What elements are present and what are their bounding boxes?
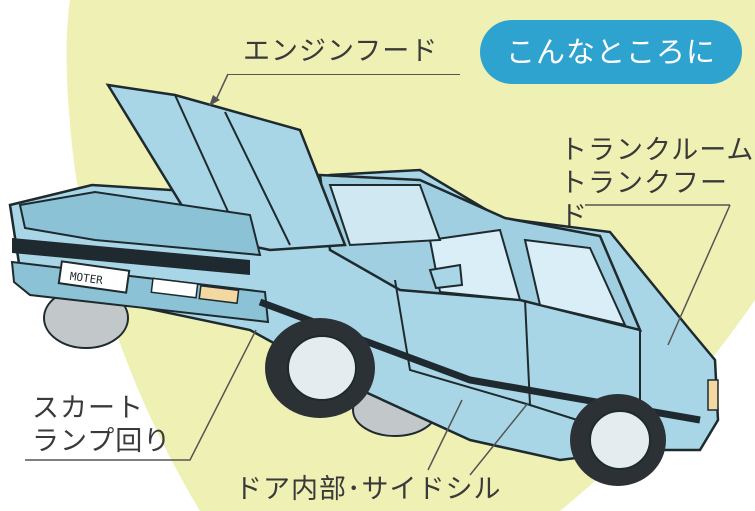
front-door xyxy=(394,279,532,407)
license-plate xyxy=(57,260,131,294)
badge: こんなところに xyxy=(480,20,742,84)
side-marker-lamp xyxy=(198,284,240,305)
label-skirt-lamp-line2: ランプ回り xyxy=(32,426,172,457)
door-leader xyxy=(427,399,529,476)
engine-hood-arrowhead xyxy=(209,95,220,106)
front-grille xyxy=(12,238,250,275)
front-wheel xyxy=(287,335,357,401)
engine-bay xyxy=(18,190,262,257)
rear-lamp xyxy=(707,379,719,411)
rear-window xyxy=(523,238,627,327)
label-skirt-lamp-line1: スカート xyxy=(32,393,144,424)
label-engine-hood: エンジンフード xyxy=(243,36,439,67)
engine-hood-underline xyxy=(228,74,460,75)
side-mirror xyxy=(428,263,464,290)
label-trunk-room: トランクルーム xyxy=(560,135,755,166)
license-plate-text: MOTER xyxy=(69,270,104,288)
hood-crease-2 xyxy=(224,111,291,246)
label-door-inner-side-sill: ドア内部･サイドシル xyxy=(235,474,502,505)
trunk-leader xyxy=(585,204,731,346)
rear-wheel xyxy=(589,410,651,470)
fog-lamp xyxy=(150,277,199,299)
windshield xyxy=(328,184,442,247)
skirt-leader xyxy=(25,329,257,461)
label-trunk-hood: トランクフード xyxy=(560,168,728,232)
engine-hood-arrow xyxy=(214,73,229,103)
